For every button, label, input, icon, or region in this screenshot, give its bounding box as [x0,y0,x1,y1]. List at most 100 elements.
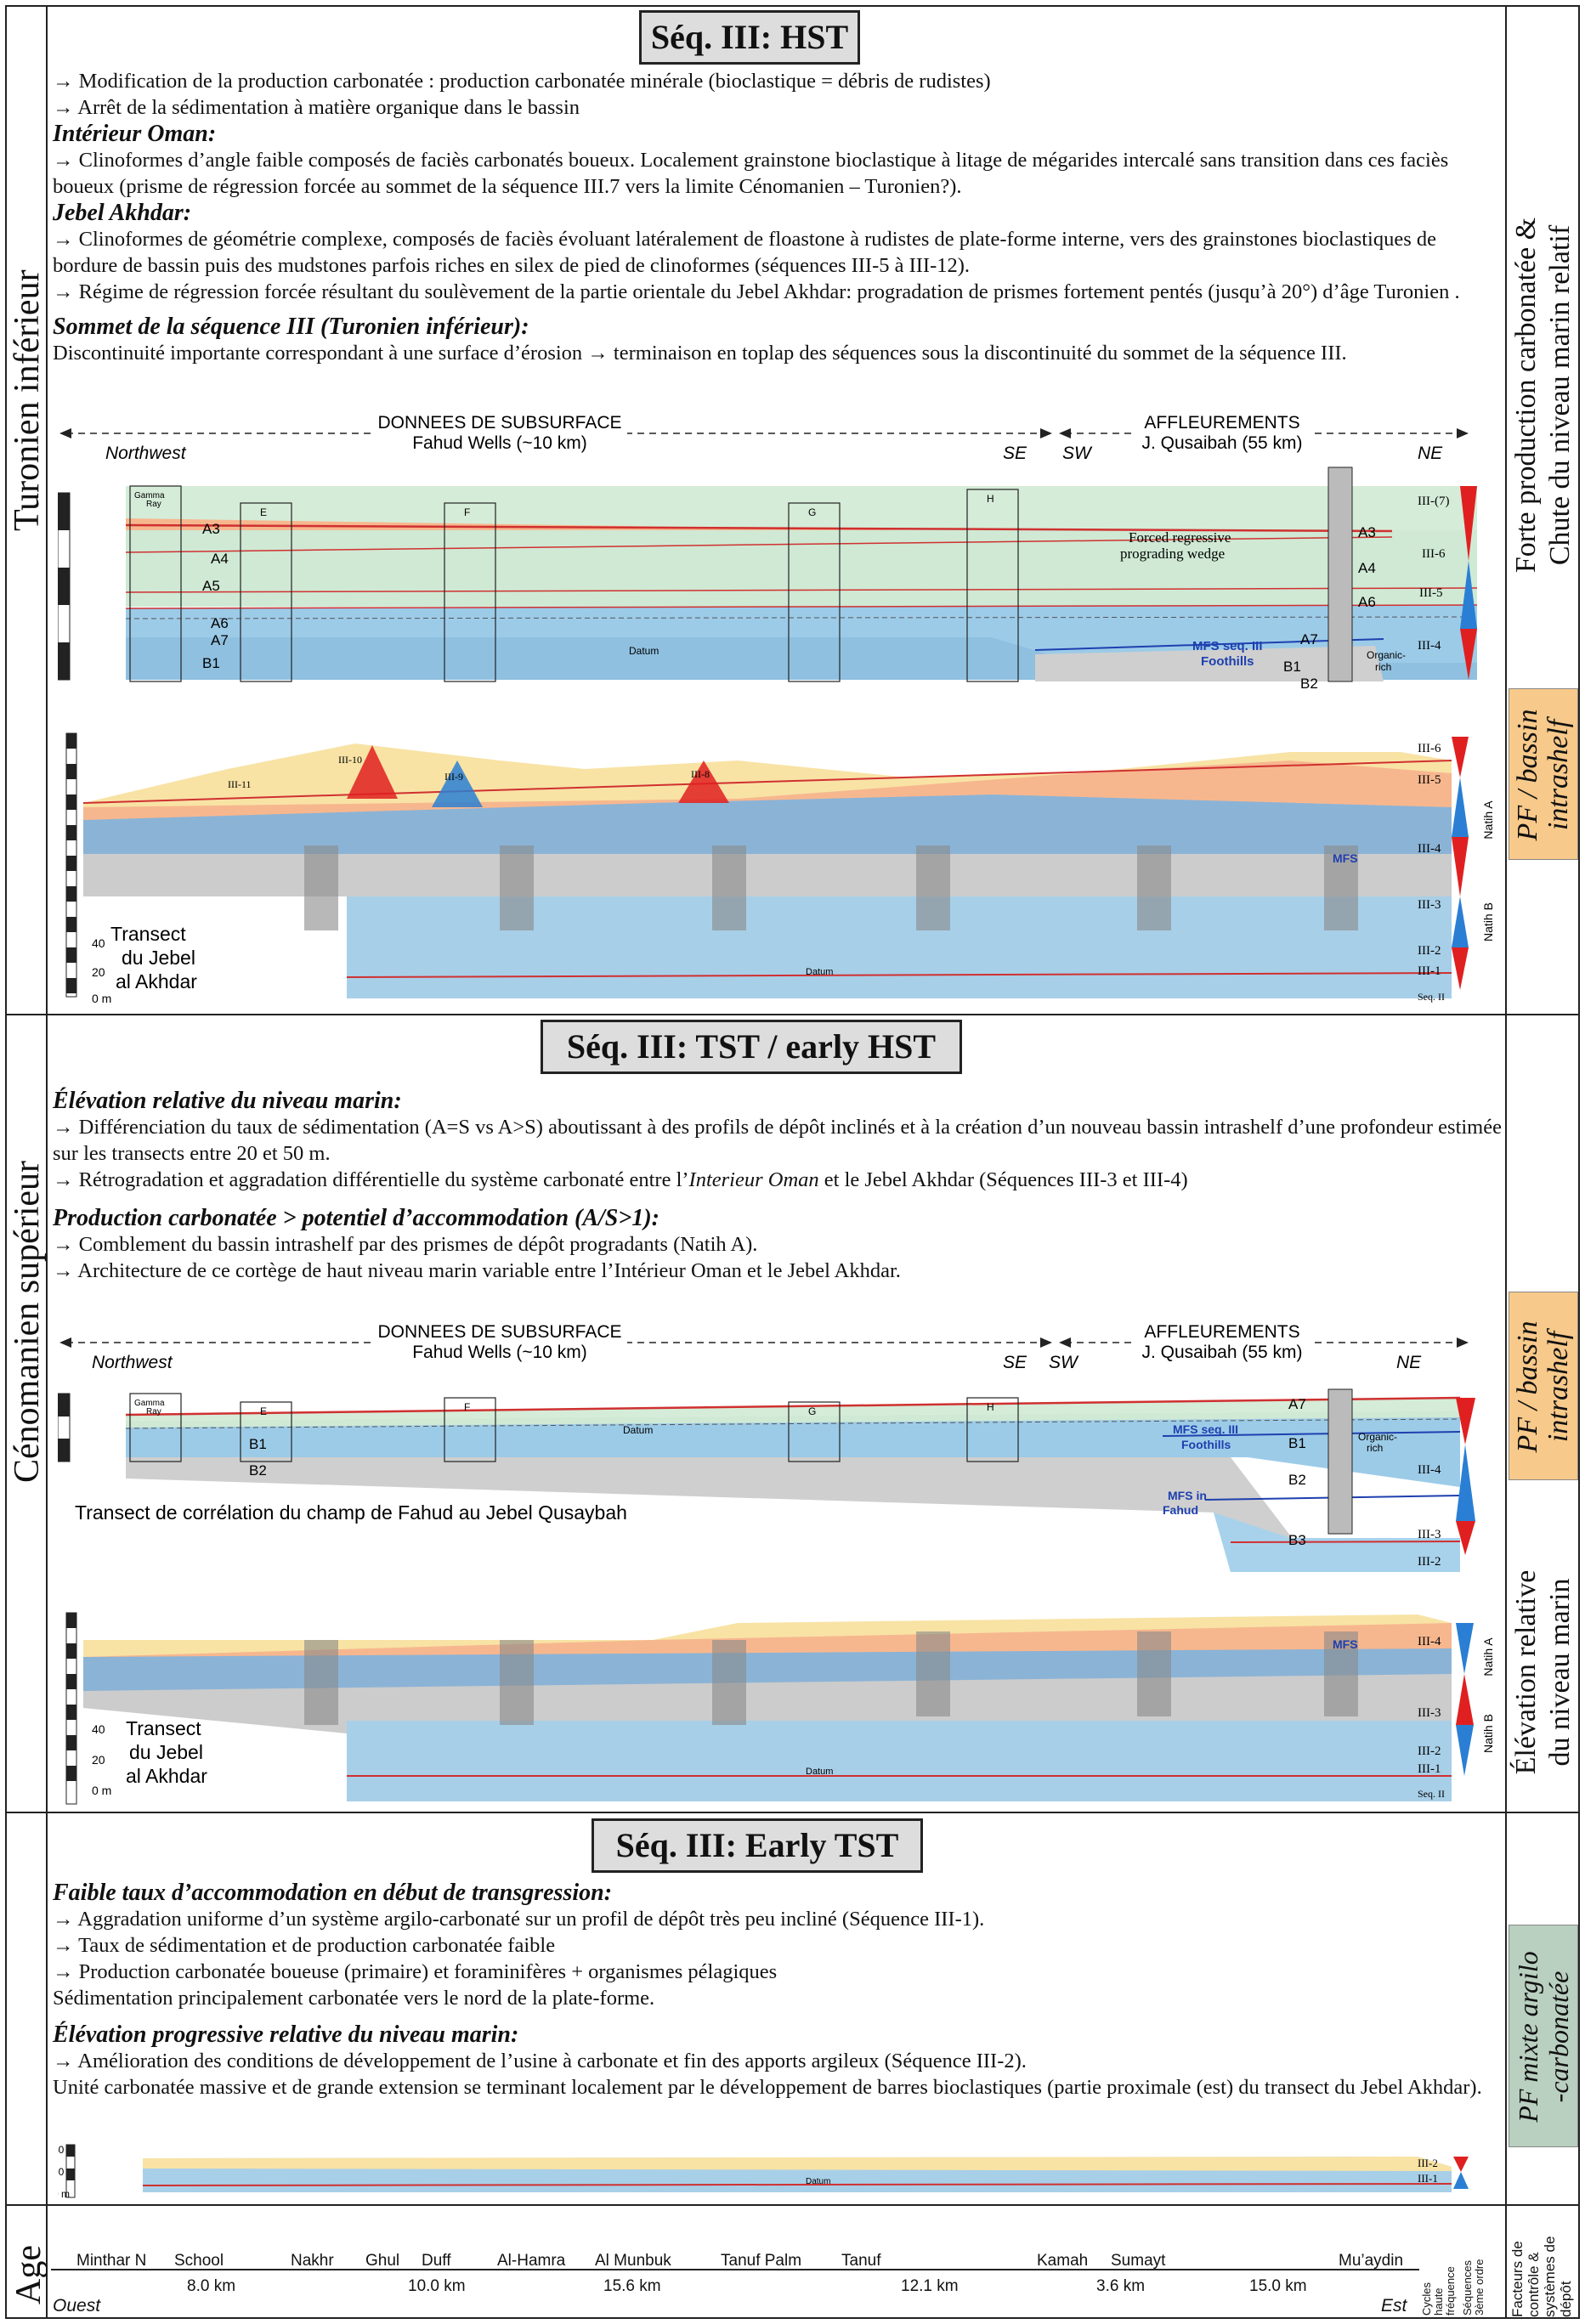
hst-label-subsurface: DONNEES DE SUBSURFACE [377,413,621,433]
loc-nakhr: Nakhr [291,2252,334,2270]
hst-organic-l2: rich [1375,661,1391,673]
hst-j-datum: Datum [806,967,833,977]
tst-gamma-label: Gamma [134,1399,165,1408]
loc-duff: Duff [422,2252,451,2270]
tst-seq-4: III-4 [1418,1463,1441,1477]
hst-j-seq-1: III-1 [1418,964,1441,978]
tst-j-transect-l1: Transect [126,1717,201,1739]
hst-foothills: Foothills [1201,654,1254,669]
section-divider-2 [5,1812,1580,1813]
hst-j-ytick-20: 20 [92,965,105,979]
hst-forced-l1: Forced regressive [1129,529,1231,546]
label-est: Est [1381,2296,1407,2316]
tst-out-b2: B2 [1288,1472,1306,1488]
hst-j-seq-2: III-2 [1418,944,1441,958]
dist-4: 12.1 km [901,2277,959,2295]
hst-h-sommet: Sommet de la séquence III (Turonien infé… [53,314,529,340]
early-ytick-40: 40 [58,2144,65,2156]
hst-mfs-seq: MFS seq. III [1192,639,1263,653]
loc-minthar: Minthar N [76,2252,147,2270]
tst-ray-label: Ray [146,1407,161,1416]
loc-ghul: Ghul [365,2252,400,2270]
hst-clino-11: III-11 [228,778,252,790]
loc-alhamra: Al-Hamra [497,2252,566,2270]
label-ouest: Ouest [53,2296,101,2316]
hst-unit-a5: A5 [202,578,220,594]
early-text: Faible taux d’accommodation en début de … [53,1880,1506,2101]
tst-text: Élévation relative du niveau marin: → Di… [53,1088,1506,1284]
hst-clino-8: III-8 [691,768,710,780]
early-jebel-transect: 40 20 0 m Datum III-2 III-1 [58,2144,1469,2200]
tst-correlation-figure: DONNEES DE SUBSURFACE Fahud Wells (~10 k… [58,1320,1475,1572]
tst-mfs-seq: MFS seq. III [1173,1422,1238,1436]
left-column-divider [46,5,48,2319]
tst-organic-l1: Organic- [1358,1431,1397,1443]
hst-unit-a6: A6 [211,615,229,631]
right-mid-box: PF / bassin intrashelf [1509,1292,1578,1480]
tst-h-production: Production carbonatée > potentiel d’acco… [53,1205,659,1231]
tst-label-se: SE [1003,1353,1027,1372]
loc-tanufpalm: Tanuf Palm [721,2252,802,2270]
loc-sumayt: Sumayt [1111,2252,1166,2270]
tst-well-e: E [260,1405,267,1417]
hst-out-a6: A6 [1358,594,1376,610]
hst-unit-a3: A3 [202,521,220,537]
early-h-elevation: Élévation progressive relative du niveau… [53,2021,519,2048]
hst-j-ytick-40: 40 [92,936,105,950]
tst-unit-b1: B1 [249,1436,267,1452]
early-datum: Datum [806,2177,830,2186]
right-bottom-box: PF mixte argilo -carbonatée [1509,1925,1578,2147]
tst-organic-l2: rich [1367,1442,1383,1454]
hst-jebel-transect: 40 20 0 m Transect du Jebel al Akhdar II… [65,732,1494,1005]
hst-unit-a4: A4 [211,551,229,567]
early-h-faible: Faible taux d’accommodation en début de … [53,1880,613,1906]
right-top-factors: Forte production carbonatée & Chute du n… [1510,217,1576,574]
hst-text: → Modification de la production carbonat… [53,68,1506,366]
hst-h-jebel: Jebel Akhdar: [53,200,192,226]
hst-forced-l2: prograding wedge [1120,546,1225,562]
tst-j-ytick-0: 0 m [92,1784,111,1797]
tst-foothills: Foothills [1181,1438,1231,1451]
early-ytick-20: 20 [58,2166,65,2178]
dist-1: 8.0 km [187,2277,236,2295]
tst-well-f: F [464,1401,470,1413]
hst-j-seq-ii: Seq. II [1418,991,1445,1003]
dist-5: 3.6 km [1096,2277,1146,2295]
hst-gamma-label: Gamma [134,491,165,500]
page-frame [5,5,1580,2319]
tst-j-ytick-40: 40 [92,1722,105,1736]
hst-out-b1: B1 [1283,659,1301,675]
hst-out-b2: B2 [1300,676,1318,692]
hst-label-qusaibah: J. Qusaibah (55 km) [1141,433,1302,453]
tst-j-seq-2: III-2 [1418,1744,1441,1758]
tst-j-seq-4: III-4 [1418,1635,1441,1648]
tst-j-datum: Datum [806,1767,833,1777]
hst-clino-10: III-10 [338,754,362,766]
loc-almunbuk: Al Munbuk [595,2252,671,2270]
tst-transect-fahud: Transect de corrélation du champ de Fahu… [75,1501,627,1524]
early-seq-1: III-1 [1418,2172,1438,2185]
tst-datum: Datum [623,1424,653,1436]
hst-label-sw: SW [1062,444,1093,463]
tst-well-h: H [987,1401,994,1413]
hst-j-natih-a: Natih A [1481,800,1494,840]
tst-out-a7: A7 [1288,1396,1306,1412]
hst-j-seq-5: III-5 [1418,773,1441,787]
tst-j-ytick-20: 20 [92,1753,105,1767]
hst-well-e: E [260,506,267,518]
age-cenomanien: Cénomanien supérieur [8,1160,47,1483]
tst-well-g: G [808,1405,816,1417]
hst-seq-5: III-5 [1419,586,1442,600]
right-column-divider [1505,5,1507,2319]
tst-j-transect-l2: du Jebel [129,1741,203,1763]
hst-seq-4: III-4 [1418,639,1441,653]
hst-well-g: G [808,506,816,518]
age-footer: Age [9,2245,48,2304]
tst-seq-2: III-2 [1418,1555,1441,1569]
tst-label-qusaibah: J. Qusaibah (55 km) [1141,1343,1302,1362]
dist-3: 15.6 km [603,2277,661,2295]
tst-label-ne: NE [1396,1353,1422,1372]
tst-unit-b2: B2 [249,1462,267,1479]
right-footer-label: Facteurs de contrôle & systèmes de dépôt [1509,2236,1574,2317]
tst-h-elevation: Élévation relative du niveau marin: [53,1088,402,1114]
